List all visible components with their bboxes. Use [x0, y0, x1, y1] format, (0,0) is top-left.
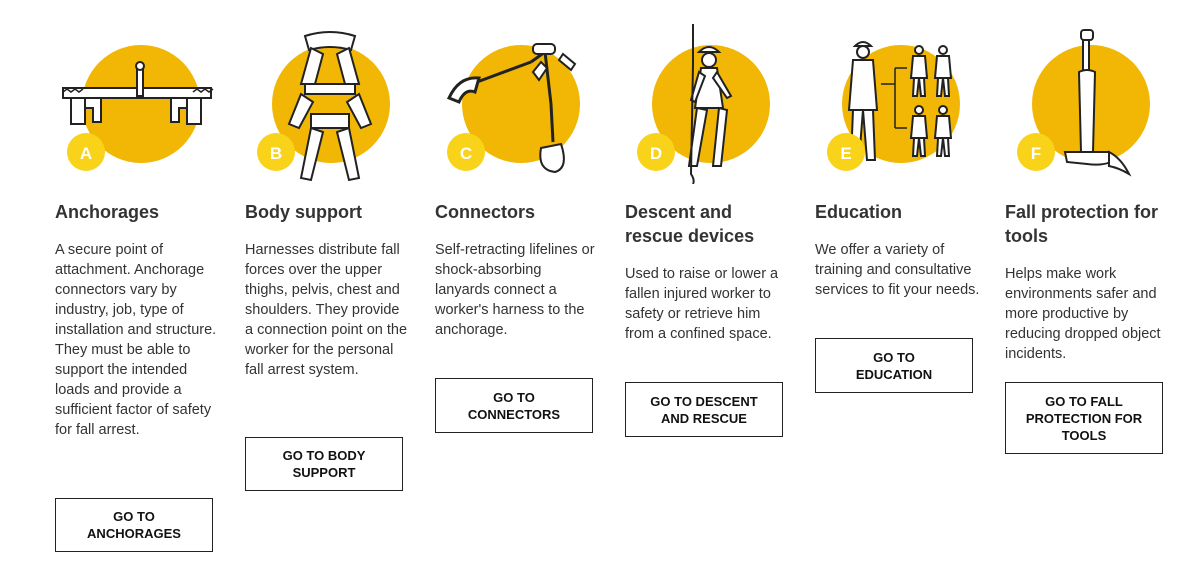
go-to-fall-protection-for-tools-button[interactable]: GO TO FALL PROTECTION FOR TOOLS	[1005, 382, 1163, 454]
badge-letter: C	[460, 144, 472, 163]
badge-letter: F	[1031, 144, 1041, 163]
go-to-body-support-button[interactable]: GO TO BODY SUPPORT	[245, 437, 403, 491]
rescue-worker-icon: D	[625, 24, 795, 184]
badge-letter: A	[80, 144, 92, 163]
card-description: A secure point of attachment. Anchorage …	[55, 242, 217, 438]
go-to-anchorages-button[interactable]: GO TO ANCHORAGES	[55, 498, 213, 552]
badge-letter: B	[270, 144, 282, 163]
card-description: Used to raise or lower a fallen injured …	[625, 266, 779, 342]
card-title: Fall protection for tools	[1005, 202, 1158, 246]
card-description: Harnesses distribute fall forces over th…	[245, 242, 408, 378]
anchor-beam-icon: A	[55, 24, 225, 184]
go-to-connectors-button[interactable]: GO TO CONNECTORS	[435, 378, 593, 433]
card-title: Descent and rescue devices	[625, 202, 755, 246]
card-description: Self-retracting lifelines or shock-absor…	[435, 242, 595, 338]
card-title: Education	[815, 202, 903, 222]
go-to-descent-and-rescue-button[interactable]: GO TO DESCENT AND RESCUE	[625, 382, 783, 437]
tethered-hammer-icon: F	[1005, 24, 1175, 184]
harness-icon: B	[245, 24, 415, 184]
go-to-education-button[interactable]: GO TO EDUCATION	[815, 338, 973, 393]
card-description: We offer a variety of training and consu…	[815, 242, 980, 298]
card-title: Connectors	[435, 202, 536, 222]
card-title: Anchorages	[55, 202, 160, 222]
badge-letter: D	[650, 144, 662, 163]
training-team-icon: E	[815, 24, 985, 184]
badge-letter: E	[840, 144, 851, 163]
card-title: Body support	[245, 202, 362, 222]
lanyard-icon: C	[435, 24, 605, 184]
card-description: Helps make work environments safer and m…	[1005, 266, 1161, 362]
